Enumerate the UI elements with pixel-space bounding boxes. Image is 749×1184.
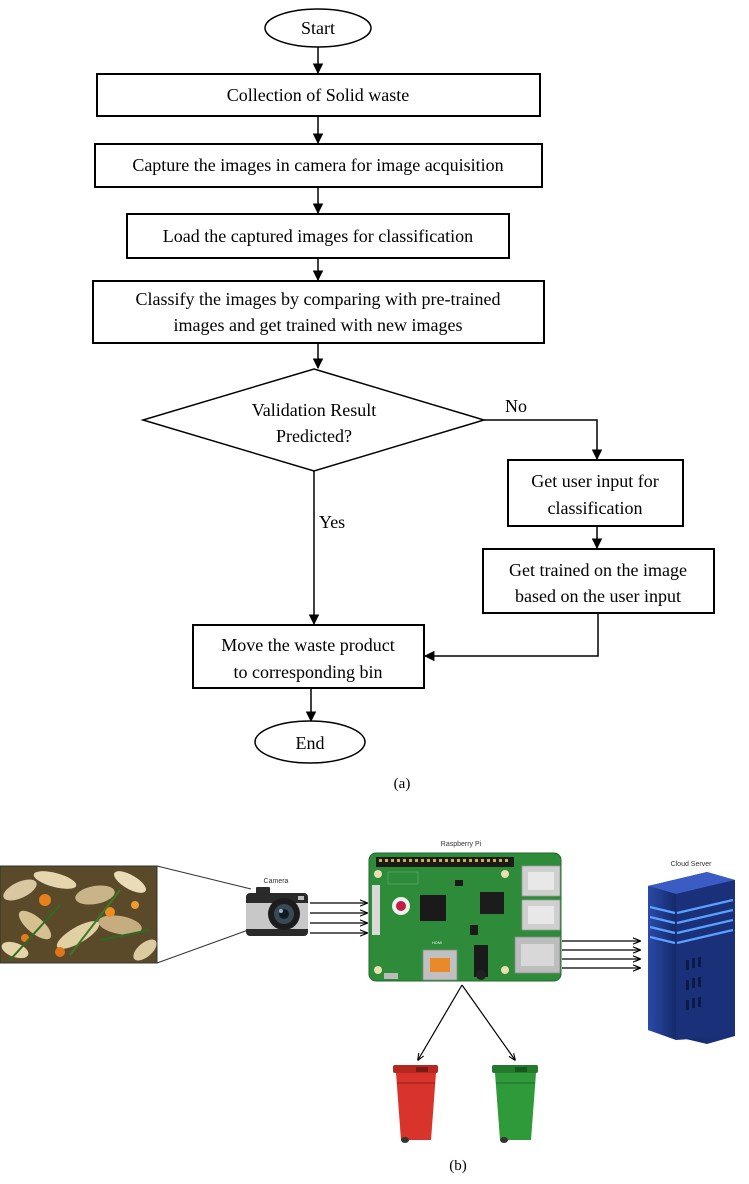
waste-photo [0, 865, 158, 964]
step-trained-label-2: based on the user input [515, 586, 681, 606]
system-diagram: Camera Raspberry Pi [0, 841, 735, 1174]
cloud-server-icon [648, 872, 735, 1044]
zoom-line-top [156, 865, 252, 890]
step-classify-box [92, 280, 545, 344]
step-collection-box [96, 73, 541, 117]
step-classify-label-2: images and get trained with new images [174, 315, 463, 335]
no-label: No [505, 396, 527, 416]
start-label: Start [301, 18, 335, 38]
pi-to-green-bin-arrow [461, 984, 515, 1060]
yes-label: Yes [319, 512, 345, 532]
decision-label-1: Validation Result [252, 400, 377, 420]
camera-to-pi-arrows [310, 903, 367, 933]
arrow-trained-to-move [423, 613, 599, 662]
pi-to-server-arrows [562, 941, 640, 968]
arrow-no-branch [484, 419, 603, 461]
end-terminal [254, 720, 366, 764]
red-bin-icon [393, 1065, 438, 1143]
zoom-line-bottom [156, 928, 252, 964]
hdmi-label: HDMI [432, 940, 442, 945]
step-move-label-1: Move the waste product [221, 635, 394, 655]
step-user-input-label-2: classification [548, 498, 643, 518]
flowchart: Start Collection of Solid waste Capture … [92, 8, 715, 792]
step-trained-label-1: Get trained on the image [509, 560, 687, 580]
caption-a: (a) [394, 776, 411, 792]
end-label: End [296, 733, 325, 753]
step-load-label: Load the captured images for classificat… [163, 226, 473, 246]
raspberry-pi-board: HDMI [368, 852, 562, 982]
step-trained-box [482, 548, 715, 614]
step-load-box [126, 213, 510, 259]
step-user-input-label-1: Get user input for [531, 471, 658, 491]
pi-label: Raspberry Pi [441, 841, 482, 848]
step-move-label-2: to corresponding bin [234, 662, 383, 682]
caption-b: (b) [449, 1158, 467, 1174]
camera-icon [246, 887, 308, 936]
server-label: Cloud Server [671, 861, 713, 868]
camera-label: Camera [264, 878, 289, 885]
pi-to-red-bin-arrow [418, 984, 463, 1060]
step-capture-label: Capture the images in camera for image a… [132, 155, 503, 175]
step-classify-label-1: Classify the images by comparing with pr… [136, 289, 501, 309]
green-bin-icon [492, 1065, 538, 1143]
step-collection-label: Collection of Solid waste [227, 85, 409, 105]
step-user-input-box [507, 459, 684, 527]
step-move-box [192, 624, 425, 689]
decision-diamond [140, 368, 487, 472]
decision-label-2: Predicted? [276, 426, 352, 446]
